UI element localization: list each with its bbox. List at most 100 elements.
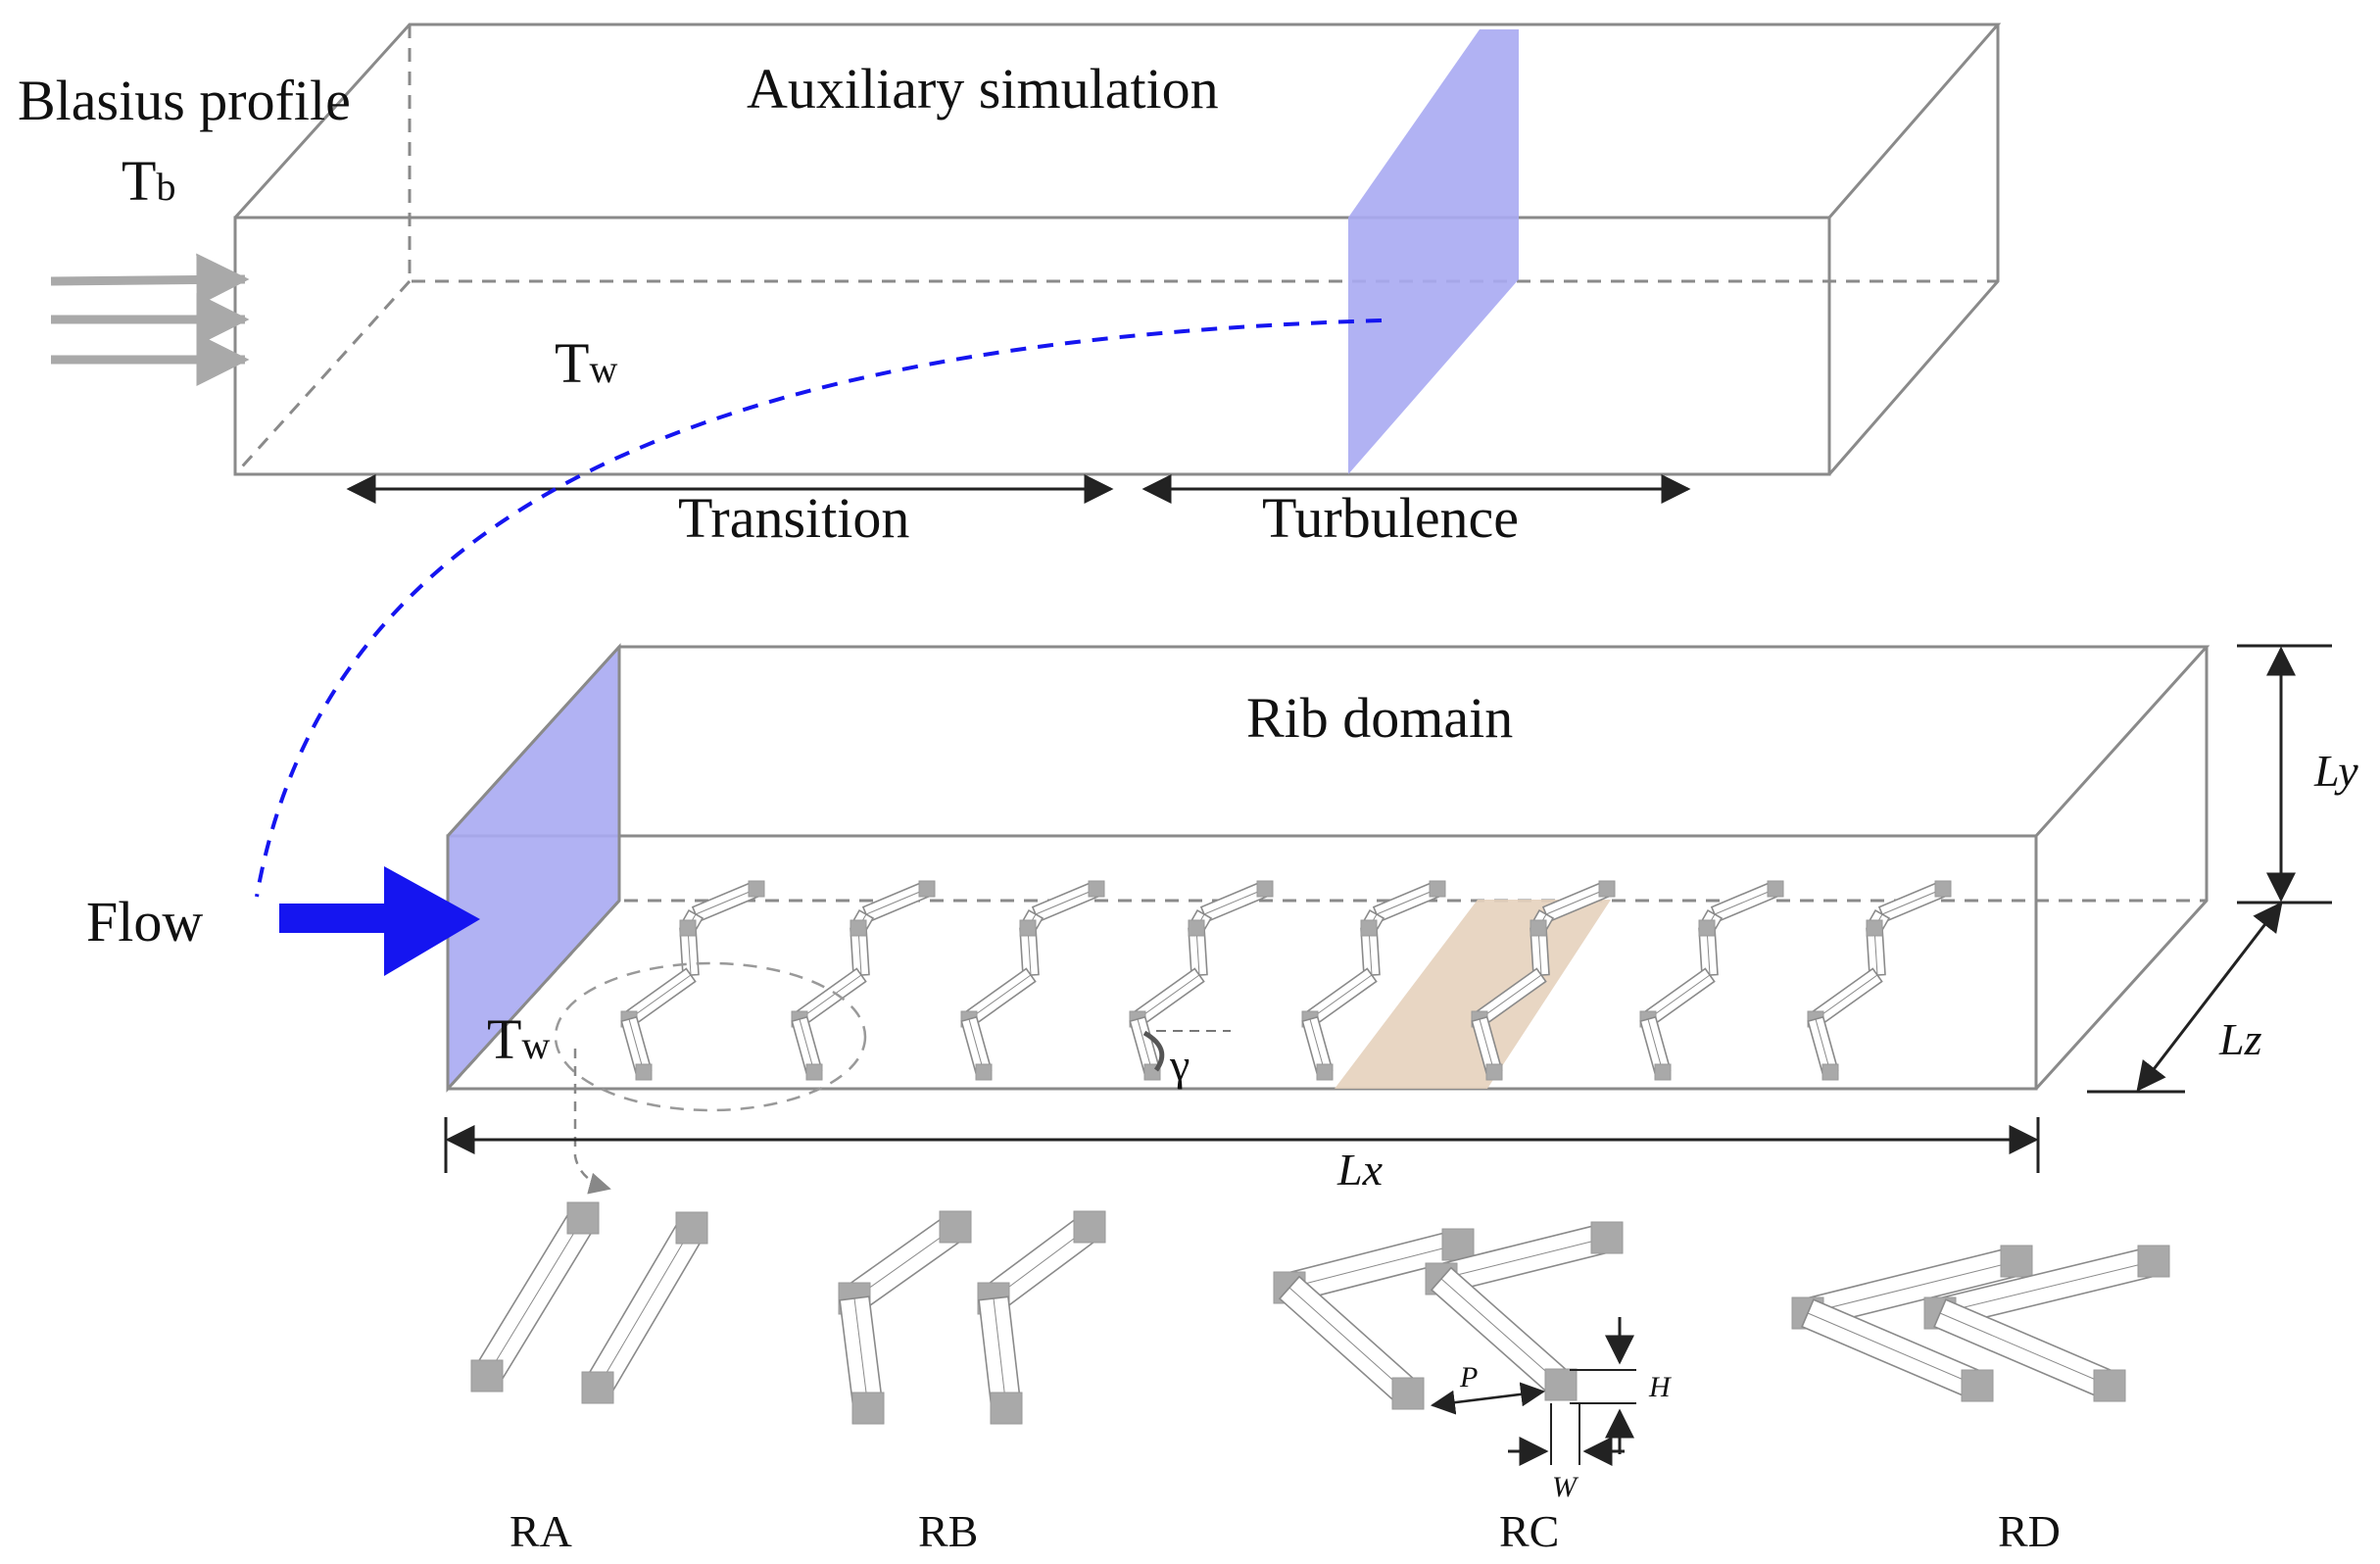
rib-title: Rib domain [1246, 686, 1513, 750]
rib-cap [990, 1392, 1023, 1425]
rib-cap [1441, 1228, 1475, 1261]
h-label: H [1648, 1371, 1673, 1403]
rib [620, 880, 765, 1081]
rib-cap [1598, 880, 1616, 898]
rib-segment-edge [865, 888, 928, 915]
rib-segment-edge [968, 974, 1032, 1020]
mapping-curve [255, 318, 1383, 898]
rib-cap [918, 880, 936, 898]
rib-domain [446, 643, 2210, 1093]
variant-label-rd: RD [1998, 1506, 2061, 1556]
rib-cap [850, 919, 867, 937]
aux-box-front [233, 216, 1831, 476]
rib-segment-edge [486, 1217, 584, 1377]
rib-segment-edge [853, 1297, 869, 1409]
variant-rc [1273, 1221, 1624, 1410]
rib-cap [1485, 1063, 1503, 1081]
flow-arrow [279, 866, 480, 976]
p-label: P [1459, 1361, 1478, 1393]
rib-segment-edge [1545, 888, 1608, 915]
rib-segment-edge [1647, 1018, 1664, 1073]
rib-cap [1188, 919, 1205, 937]
rib-segment-edge [799, 974, 862, 1020]
rib-segment-edge [628, 1018, 645, 1073]
rib-segment-edge [1288, 1287, 1409, 1394]
rib-cap [1654, 1063, 1672, 1081]
rib-segment-edge [1309, 974, 1373, 1020]
rib-cap [1866, 919, 1883, 937]
rib-cap [675, 1211, 708, 1245]
rib-segment-edge [1714, 888, 1776, 915]
rib-cap [1073, 1210, 1106, 1244]
rib-segment-edge [968, 1018, 985, 1073]
rib-cap [1934, 880, 1952, 898]
rib-cap [2093, 1369, 2126, 1402]
rib-cap [2137, 1245, 2170, 1278]
rib-cap [1360, 919, 1378, 937]
aux-box-top [233, 23, 2002, 220]
rib-wall-temperature-label: Tw [487, 1007, 550, 1071]
rib-segment-edge [799, 1018, 815, 1073]
rib-cap [635, 1063, 653, 1081]
zoom-circle [554, 961, 867, 1112]
rib-segment-edge [1939, 1312, 2111, 1387]
rib-cap [470, 1359, 504, 1393]
rib-segment-edge [597, 1227, 693, 1389]
inlet-profile-label: Blasius profile [18, 69, 351, 132]
aux-sampling-plane [1348, 29, 1519, 474]
rib-box-right [2034, 647, 2209, 1091]
rib-segment-edge [1137, 974, 1200, 1020]
rib-variants [470, 1201, 2170, 1425]
rib-segment-edge [1479, 974, 1542, 1020]
rib-segment-edge [1815, 974, 1878, 1020]
lz-dimension [2136, 902, 2283, 1092]
lz-label: Lz [2218, 1014, 2262, 1064]
rib-cap [851, 1392, 885, 1425]
rib-cap [805, 1063, 823, 1081]
variant-rd [1791, 1245, 2170, 1402]
rib-segment-edge [1647, 974, 1711, 1020]
rib-segment-edge [1807, 1312, 1978, 1387]
variant-label-rc: RC [1499, 1506, 1559, 1556]
rib-segment-edge [1376, 888, 1438, 915]
rib-segment-edge [1035, 888, 1097, 915]
rib-cap [1088, 880, 1105, 898]
rib-segment-edge [1203, 888, 1266, 915]
rib [1129, 880, 1274, 1081]
variant-label-rb: RB [918, 1506, 978, 1556]
rib-cap [581, 1371, 614, 1404]
rib-segment-edge [1440, 1278, 1562, 1386]
rib-segment-edge [993, 1297, 1007, 1409]
turbulence-label: Turbulence [1262, 486, 1519, 550]
rib [1639, 880, 1784, 1081]
rib-cap [679, 919, 697, 937]
transition-label: Transition [678, 486, 909, 550]
rib-cap [1961, 1369, 1994, 1402]
gamma-arc [1142, 1030, 1165, 1072]
rib-segment-edge [695, 888, 757, 915]
rib-cap [1698, 919, 1716, 937]
rib-cap [1767, 880, 1784, 898]
rib-cap [1590, 1221, 1624, 1254]
rib-cap [566, 1201, 600, 1235]
rib [791, 880, 936, 1081]
rib-segment-edge [853, 1226, 956, 1299]
rib-cap [1019, 919, 1037, 937]
zoom-leader [573, 1049, 611, 1195]
rib-inlet-plane [448, 647, 619, 1089]
rib-cap [2000, 1245, 2033, 1278]
rib-segment-edge [1288, 1244, 1459, 1289]
rib-cap [1256, 880, 1274, 898]
rib-segment-edge [1807, 1260, 2017, 1314]
auxiliary-domain [233, 23, 2002, 476]
rib-segment-edge [1815, 1018, 1831, 1073]
rib-segment-edge [1137, 1018, 1153, 1073]
rib-cap [939, 1210, 972, 1244]
rib-cap [1821, 1063, 1839, 1081]
variant-ra [470, 1201, 708, 1404]
rib-cap [1530, 919, 1547, 937]
ly-label: Ly [2313, 746, 2358, 796]
rib-cap [1544, 1368, 1578, 1401]
